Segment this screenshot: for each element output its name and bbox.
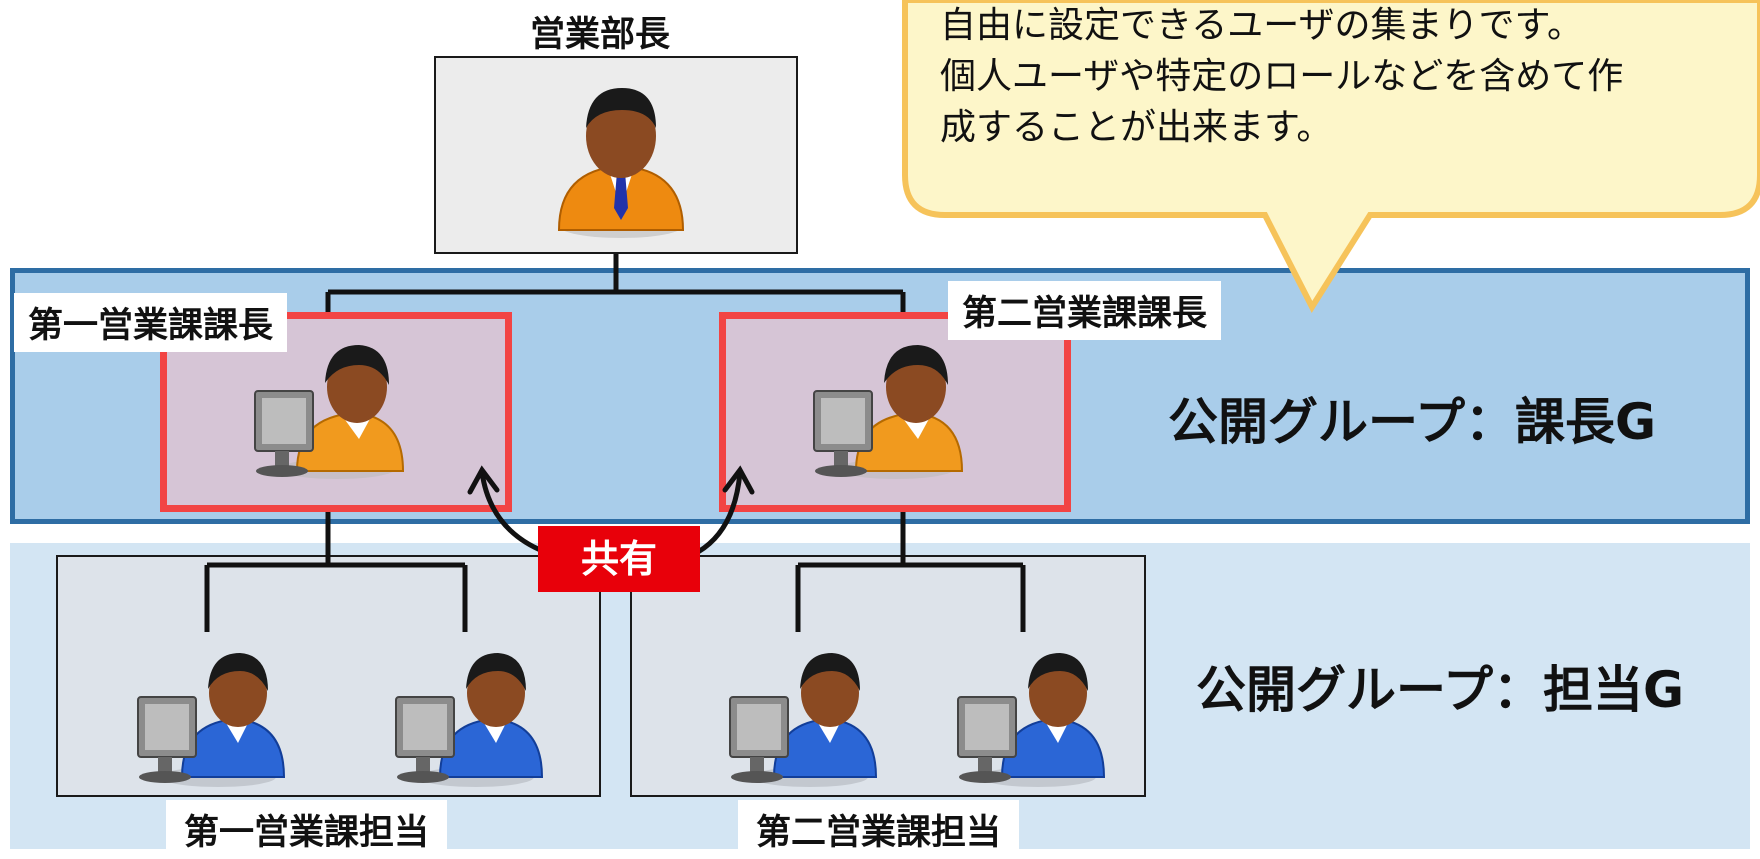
- section1-manager-label: 第一営業課課長: [14, 293, 288, 352]
- share-arrow-left: [479, 469, 548, 555]
- callout-line-1: 自由に設定できるユーザの集まりです。: [940, 5, 1583, 46]
- share-tag: 共有: [538, 526, 700, 592]
- manager-at-pc-icon: [254, 345, 405, 479]
- director-label: 営業部長: [530, 15, 671, 55]
- director-box[interactable]: [434, 56, 798, 254]
- share-arrow-left-head: [467, 465, 500, 495]
- manager-at-pc-icon: [813, 345, 964, 479]
- share-arrow-right: [695, 469, 743, 555]
- callout-text: 自由に設定できるユーザの集まりです。 個人ユーザや特定のロールなどを含めて作 成…: [940, 0, 1623, 153]
- staff-at-pc-icon: [395, 653, 544, 787]
- section2-manager-box[interactable]: [719, 312, 1071, 512]
- section1-staff-icons: [137, 653, 544, 787]
- section2-staff-icons: [729, 653, 1106, 787]
- director-icon: [557, 88, 685, 238]
- callout-line-3: 成することが出来ます。: [940, 107, 1333, 148]
- callout-line-2: 個人ユーザや特定のロールなどを含めて作: [940, 56, 1624, 97]
- staff-at-pc-icon: [957, 653, 1106, 787]
- section2-staff-box[interactable]: [630, 555, 1146, 797]
- staff-at-pc-icon: [137, 653, 286, 787]
- manager-group-label: 公開グループ：課長G: [1168, 393, 1657, 451]
- staff-at-pc-icon: [729, 653, 878, 787]
- share-arrow-right-head: [722, 465, 755, 495]
- staff-group-label: 公開グループ：担当G: [1196, 661, 1685, 719]
- section1-staff-box[interactable]: [56, 555, 601, 797]
- section2-manager-label: 第二営業課課長: [948, 281, 1222, 340]
